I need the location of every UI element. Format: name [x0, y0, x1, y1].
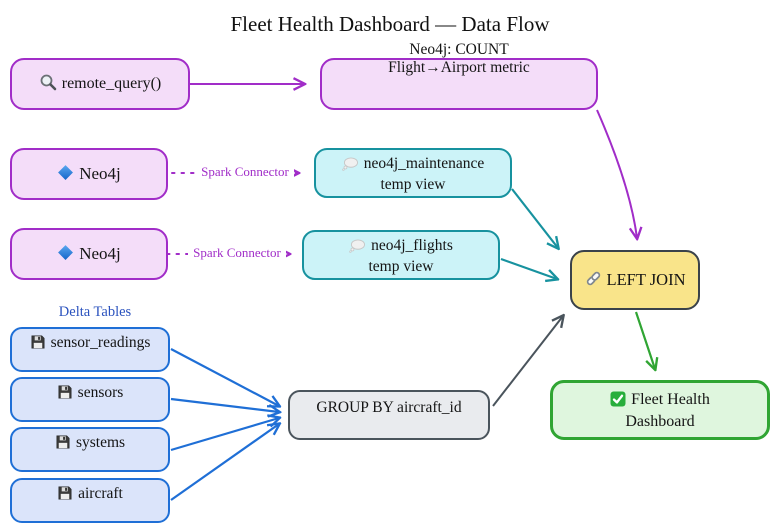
node-flight-metric-label: Neo4j: COUNT Flight→Airport metric	[320, 41, 598, 76]
maintenance-view-line1: neo4j_maintenance	[341, 155, 484, 176]
link-icon	[585, 270, 602, 291]
node-flights-temp-view: neo4j_flights temp view	[302, 230, 500, 280]
dashboard-line1: Fleet Health	[610, 390, 710, 412]
edge-label-spark-connector-bottom: Spark Connector	[188, 245, 286, 261]
search-icon	[39, 73, 57, 96]
edge-sensor-readings-to-groupby	[170, 348, 279, 406]
node-flight-metric	[320, 58, 598, 110]
delta-table-name: sensor_readings	[50, 334, 151, 351]
floppy-disk-icon	[55, 434, 71, 455]
edge-flights-to-join	[500, 257, 557, 279]
node-label: remote_query()	[61, 75, 162, 93]
flights-view-line2: temp view	[368, 257, 434, 275]
node-delta-aircraft: aircraft	[10, 478, 170, 523]
thought-balloon-icon	[341, 157, 359, 176]
node-neo4j-bottom: Neo4j	[10, 228, 168, 280]
delta-table-name: sensors	[77, 384, 124, 401]
node-label: GROUP BY aircraft_id	[316, 399, 462, 416]
flights-view-line1: neo4j_flights	[349, 237, 453, 258]
flight-metric-line2: Flight→Airport metric	[388, 58, 530, 76]
blue-diamond-icon	[57, 164, 74, 185]
delta-table-name: aircraft	[78, 485, 123, 502]
floppy-disk-icon	[57, 384, 73, 405]
edge-systems-to-groupby	[170, 418, 279, 452]
thought-balloon-icon	[349, 239, 366, 258]
delta-tables-section-label: Delta Tables	[58, 304, 132, 320]
floppy-disk-icon	[30, 334, 46, 355]
flight-metric-line1: Neo4j: COUNT	[409, 41, 509, 58]
node-delta-systems: systems	[10, 427, 170, 472]
floppy-disk-icon	[57, 485, 73, 506]
node-delta-sensors: sensors	[10, 377, 170, 422]
node-label: LEFT JOIN	[606, 270, 686, 290]
node-left-join: LEFT JOIN	[570, 250, 700, 310]
edge-join-to-dashboard	[634, 311, 655, 369]
node-fleet-health-dashboard: Fleet Health Dashboard	[550, 380, 770, 440]
edge-sensors-to-groupby	[170, 397, 279, 412]
edge-label-spark-connector-top: Spark Connector	[196, 164, 294, 180]
maintenance-view-line2: temp view	[380, 175, 446, 193]
node-delta-sensor-readings: sensor_readings	[10, 327, 170, 372]
edge-aircraft-to-groupby	[170, 424, 279, 501]
edge-metric-to-join	[596, 109, 637, 238]
node-remote-query: remote_query()	[10, 58, 190, 110]
dashboard-line2: Dashboard	[625, 412, 695, 430]
diagram-title: Fleet Health Dashboard — Data Flow	[230, 12, 550, 36]
node-neo4j-top: Neo4j	[10, 148, 168, 200]
node-group-by: GROUP BY aircraft_id	[288, 390, 490, 440]
node-label: Neo4j	[79, 164, 121, 184]
blue-diamond-icon	[57, 244, 74, 265]
edge-maintenance-to-join	[511, 188, 558, 248]
edge-groupby-to-join	[492, 316, 563, 407]
delta-table-name: systems	[75, 434, 126, 451]
check-mark-icon	[610, 391, 626, 412]
node-maintenance-temp-view: neo4j_maintenance temp view	[314, 148, 512, 198]
node-label: Neo4j	[79, 244, 121, 264]
